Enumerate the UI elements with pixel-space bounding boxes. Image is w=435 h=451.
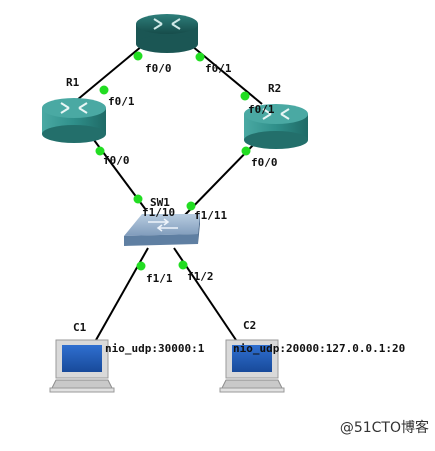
port-dot bbox=[136, 261, 146, 271]
port-dot bbox=[240, 91, 250, 101]
port-dot bbox=[195, 52, 205, 62]
top-router[interactable] bbox=[136, 14, 198, 53]
pc-c2[interactable] bbox=[219, 339, 285, 393]
switch-arrows-icon bbox=[148, 218, 178, 232]
c1-label: C1 bbox=[73, 321, 87, 334]
sw1-label: SW1 bbox=[150, 196, 170, 209]
port-label-sw-f110: f1/10 bbox=[142, 206, 176, 219]
router-r2[interactable] bbox=[244, 104, 308, 149]
port-dot bbox=[241, 146, 251, 156]
router-arrows-icon bbox=[262, 108, 290, 120]
r2-label: R2 bbox=[268, 82, 282, 95]
port-label-r2-f00: f0/0 bbox=[251, 156, 278, 169]
port-label-sw-f111: f1/11 bbox=[194, 209, 228, 222]
port-label-top-f01: f0/1 bbox=[205, 62, 232, 75]
port-label-top-f00: f0/0 bbox=[145, 62, 172, 75]
port-label-sw-f12: f1/2 bbox=[187, 270, 214, 283]
nio-label-c2: nio_udp:20000:127.0.0.1:20 bbox=[233, 342, 406, 355]
port-dot bbox=[99, 85, 109, 95]
link-top-r1 bbox=[76, 45, 143, 101]
port-dot bbox=[178, 260, 188, 270]
switch-sw1[interactable] bbox=[124, 214, 200, 246]
port-dot bbox=[95, 146, 105, 156]
router-arrows-icon bbox=[60, 102, 88, 114]
port-label-sw-f11: f1/1 bbox=[146, 272, 173, 285]
port-dot bbox=[186, 201, 196, 211]
watermark-text: @51CTO博客 bbox=[339, 420, 429, 436]
nio-label-c1: nio_udp:30000:1 bbox=[105, 342, 205, 355]
port-label-r2-f01: f0/1 bbox=[248, 103, 275, 116]
port-dot bbox=[133, 51, 143, 61]
port-dot bbox=[133, 194, 143, 204]
port-label-r1-f00: f0/0 bbox=[103, 154, 130, 167]
r1-label: R1 bbox=[66, 76, 80, 89]
pc-c1[interactable] bbox=[49, 339, 115, 393]
router-arrows-icon bbox=[153, 18, 181, 30]
c2-label: C2 bbox=[243, 319, 257, 332]
port-label-r1-f01: f0/1 bbox=[108, 95, 135, 108]
port-status-dots bbox=[95, 51, 251, 271]
router-r1[interactable] bbox=[42, 98, 106, 143]
